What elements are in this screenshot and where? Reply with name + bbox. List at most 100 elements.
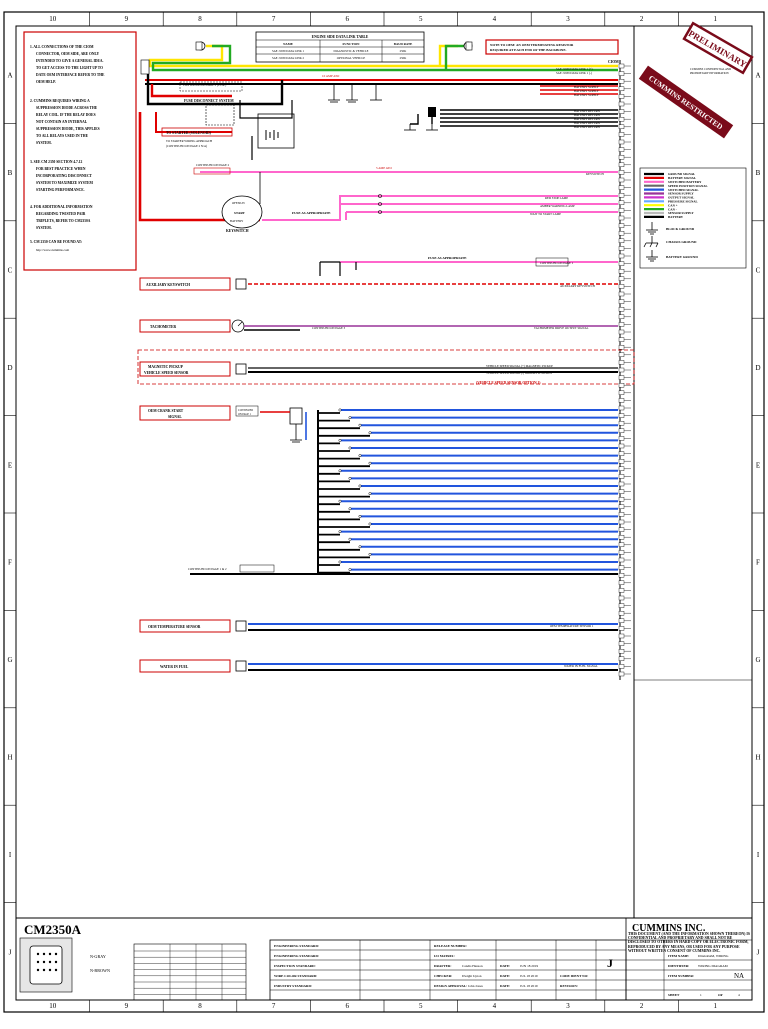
legend-item-label: SWITCHED SIGNAL bbox=[668, 188, 699, 192]
restricted-fineprint: CUMMINS CONFIDENTIAL AND bbox=[690, 68, 731, 71]
notes-box: 1. ALL CONNECTIONS OF THE CIOM CONNECTOR… bbox=[23, 31, 137, 271]
grid-row-label: C bbox=[8, 267, 13, 275]
svg-text:CONTINUED ON PAGE 3: CONTINUED ON PAGE 3 bbox=[312, 326, 346, 330]
grid-row-label: A bbox=[755, 72, 760, 80]
ground-symbols-top bbox=[328, 84, 438, 131]
grid-row-label: D bbox=[7, 364, 12, 372]
svg-text:DATE:: DATE: bbox=[500, 984, 510, 988]
svg-text:BATTERY SUPPLY: BATTERY SUPPLY bbox=[574, 89, 600, 93]
svg-text:5 AMP ATO: 5 AMP ATO bbox=[376, 166, 392, 170]
grid-row-label: E bbox=[8, 461, 12, 469]
outer-border bbox=[3, 11, 765, 1013]
svg-text:10 AMP ATO: 10 AMP ATO bbox=[322, 74, 340, 78]
svg-text:CONTINUED: CONTINUED bbox=[238, 409, 253, 412]
svg-text:NOT CONTAIN AN INTERNAL: NOT CONTAIN AN INTERNAL bbox=[36, 120, 88, 124]
sheet-number: 1 bbox=[700, 993, 702, 997]
battery-symbol bbox=[265, 130, 279, 140]
svg-text:3. SEE CM 2350 SECTION 4.7.1: 3. SEE CM 2350 SECTION 4.7.12 bbox=[30, 160, 83, 164]
n-gray-label: N-GRAY bbox=[90, 954, 106, 959]
rev-letter: J bbox=[607, 956, 613, 970]
grid-row-label: B bbox=[8, 169, 13, 177]
svg-text:INCORPORATING DISCONNECT: INCORPORATING DISCONNECT bbox=[36, 174, 93, 178]
grid-row-label: H bbox=[7, 754, 12, 762]
fuse-disconnect-label: FUSE DISCONNECT SYSTEM bbox=[184, 99, 234, 103]
svg-text:SYSTEM TO MAXIMIZE SYSTEM: SYSTEM TO MAXIMIZE SYSTEM bbox=[36, 181, 93, 185]
sheet-label: SHEET bbox=[668, 993, 680, 997]
svg-text:FUNCTION: FUNCTION bbox=[342, 42, 360, 46]
svg-text:BATTERY RETURN: BATTERY RETURN bbox=[574, 113, 601, 117]
grid-row-label: I bbox=[757, 851, 760, 859]
model-title: CM2350A bbox=[24, 922, 82, 937]
revision-label: REVISION: bbox=[560, 984, 578, 988]
design-approval-label: DESIGN APPROVAL: bbox=[434, 984, 467, 988]
svg-text:ON PAGE 1: ON PAGE 1 bbox=[238, 413, 252, 416]
grid-column-label: 10 bbox=[49, 15, 57, 23]
ciom-label: CIOM bbox=[608, 60, 619, 64]
fuse-appropriate-label-1: FUSE AS APPROPRIATE bbox=[292, 211, 331, 215]
grid-column-label: 1 bbox=[713, 1002, 717, 1010]
grid-column-label: 7 bbox=[272, 1002, 276, 1010]
date-2: JUL 18 2019 bbox=[520, 974, 538, 978]
grid-row-label: J bbox=[9, 948, 12, 956]
svg-text:BATTERY RETURN: BATTERY RETURN bbox=[574, 121, 601, 125]
svg-text:250K: 250K bbox=[400, 49, 408, 53]
grid-column-label: 1 bbox=[713, 15, 717, 23]
engineering-std-label: ENGINEERING STANDARD: bbox=[274, 944, 319, 948]
grid-column-label: 2 bbox=[640, 1002, 644, 1010]
svg-text:SYSTEM.: SYSTEM. bbox=[36, 226, 52, 230]
vss-option-box bbox=[137, 349, 635, 385]
svg-text:250K: 250K bbox=[400, 56, 408, 60]
legend-item-label: CAN - bbox=[668, 207, 677, 211]
grid-column-label: 6 bbox=[345, 1002, 349, 1010]
svg-text:OFF/RUN: OFF/RUN bbox=[232, 201, 246, 205]
svg-text:VEHICLE SPEED SENSOR: VEHICLE SPEED SENSOR bbox=[144, 371, 189, 375]
grid-row-label: F bbox=[8, 559, 12, 567]
svg-text:OEM HELP.: OEM HELP. bbox=[36, 80, 56, 84]
oem-temp-label: OEM TEMPERATURE SENSOR bbox=[148, 625, 201, 629]
grid-row-label: G bbox=[755, 656, 760, 664]
restricted-stamp: CUMMINS RESTRICTED bbox=[638, 65, 734, 139]
svg-text:CONTINUED ON PAGE 1 & 2: CONTINUED ON PAGE 1 & 2 bbox=[188, 567, 227, 571]
svg-text:INSPECTION STANDARD:: INSPECTION STANDARD: bbox=[274, 964, 316, 968]
grid-row-label: G bbox=[7, 656, 12, 664]
svg-text:BATTERY: BATTERY bbox=[230, 219, 244, 223]
datalink-table: ENGINE SIDE DATA LINK TABLE NAME FUNCTIO… bbox=[255, 31, 425, 63]
grid-column-label: 2 bbox=[640, 15, 644, 23]
sheet-total: 4 bbox=[738, 993, 740, 997]
vss-option-label: (VEHICLE SPEED SENSOR OPTION 1) bbox=[476, 381, 541, 385]
datalink-table-title: ENGINE SIDE DATA LINK TABLE bbox=[312, 35, 369, 39]
confidential-notice: THIS DOCUMENT (AND THE INFORMATION SHOWN… bbox=[628, 932, 750, 953]
svg-text:SUPPRESSION DIODE ACROSS THE: SUPPRESSION DIODE ACROSS THE bbox=[36, 106, 98, 110]
svg-text:SUPPRESSION DIODE, THIS APPLIE: SUPPRESSION DIODE, THIS APPLIES bbox=[36, 127, 100, 131]
legend-item-label: SENSOR SUPPLY bbox=[668, 211, 694, 215]
svg-text:OPTIONAL VEHICLE: OPTIONAL VEHICLE bbox=[337, 56, 366, 60]
identifier-label: IDENTIFIER: bbox=[668, 964, 689, 968]
legend-chassis-ground: CHASSIS GROUND bbox=[666, 240, 697, 244]
grid-column-label: 6 bbox=[345, 15, 349, 23]
legend-battery-ground: BATTERY GROUND bbox=[666, 255, 698, 259]
grid-row-label: B bbox=[756, 169, 761, 177]
svg-text:STARTING PERFORMANCE.: STARTING PERFORMANCE. bbox=[36, 188, 85, 192]
svg-text:AUXILIARY KEYSWITCH: AUXILIARY KEYSWITCH bbox=[560, 284, 596, 288]
tachometer-label: TACHOMETER bbox=[150, 325, 176, 329]
drafter-label: DRAFTER: bbox=[434, 964, 452, 968]
grid-column-label: 3 bbox=[566, 15, 570, 23]
svg-text:BATTERY SUPPLY: BATTERY SUPPLY bbox=[574, 93, 600, 97]
can-datalink-wires bbox=[148, 41, 618, 72]
svg-text:SAE J1939 DATA LINK 1 (-): SAE J1939 DATA LINK 1 (-) bbox=[556, 71, 592, 75]
legend-item-label: SPEED POSITION SIGNAL bbox=[668, 184, 708, 188]
svg-text:NAME: NAME bbox=[283, 42, 293, 46]
svg-text:DIAGNOSTIC & VEHICLE: DIAGNOSTIC & VEHICLE bbox=[334, 49, 369, 53]
approval-name: John Jones bbox=[468, 984, 483, 988]
svg-text:TO STARTER WIRING APPROACH: TO STARTER WIRING APPROACH bbox=[166, 139, 213, 143]
n-brown-label: N-BROWN bbox=[90, 968, 110, 973]
grid-row-label: I bbox=[9, 851, 12, 859]
svg-text:AMBER WARNING LAMP: AMBER WARNING LAMP bbox=[540, 204, 575, 208]
svg-text:INTENDED TO GIVE A GENERAL IDE: INTENDED TO GIVE A GENERAL IDEA. bbox=[36, 59, 103, 63]
legend-item-label: BATTERY SIGNAL bbox=[668, 176, 696, 180]
svg-text:CONTINUED ON PAGE 1: CONTINUED ON PAGE 1 bbox=[540, 261, 574, 265]
oem-note-box bbox=[485, 39, 619, 55]
ciom-pin-column bbox=[618, 63, 631, 677]
